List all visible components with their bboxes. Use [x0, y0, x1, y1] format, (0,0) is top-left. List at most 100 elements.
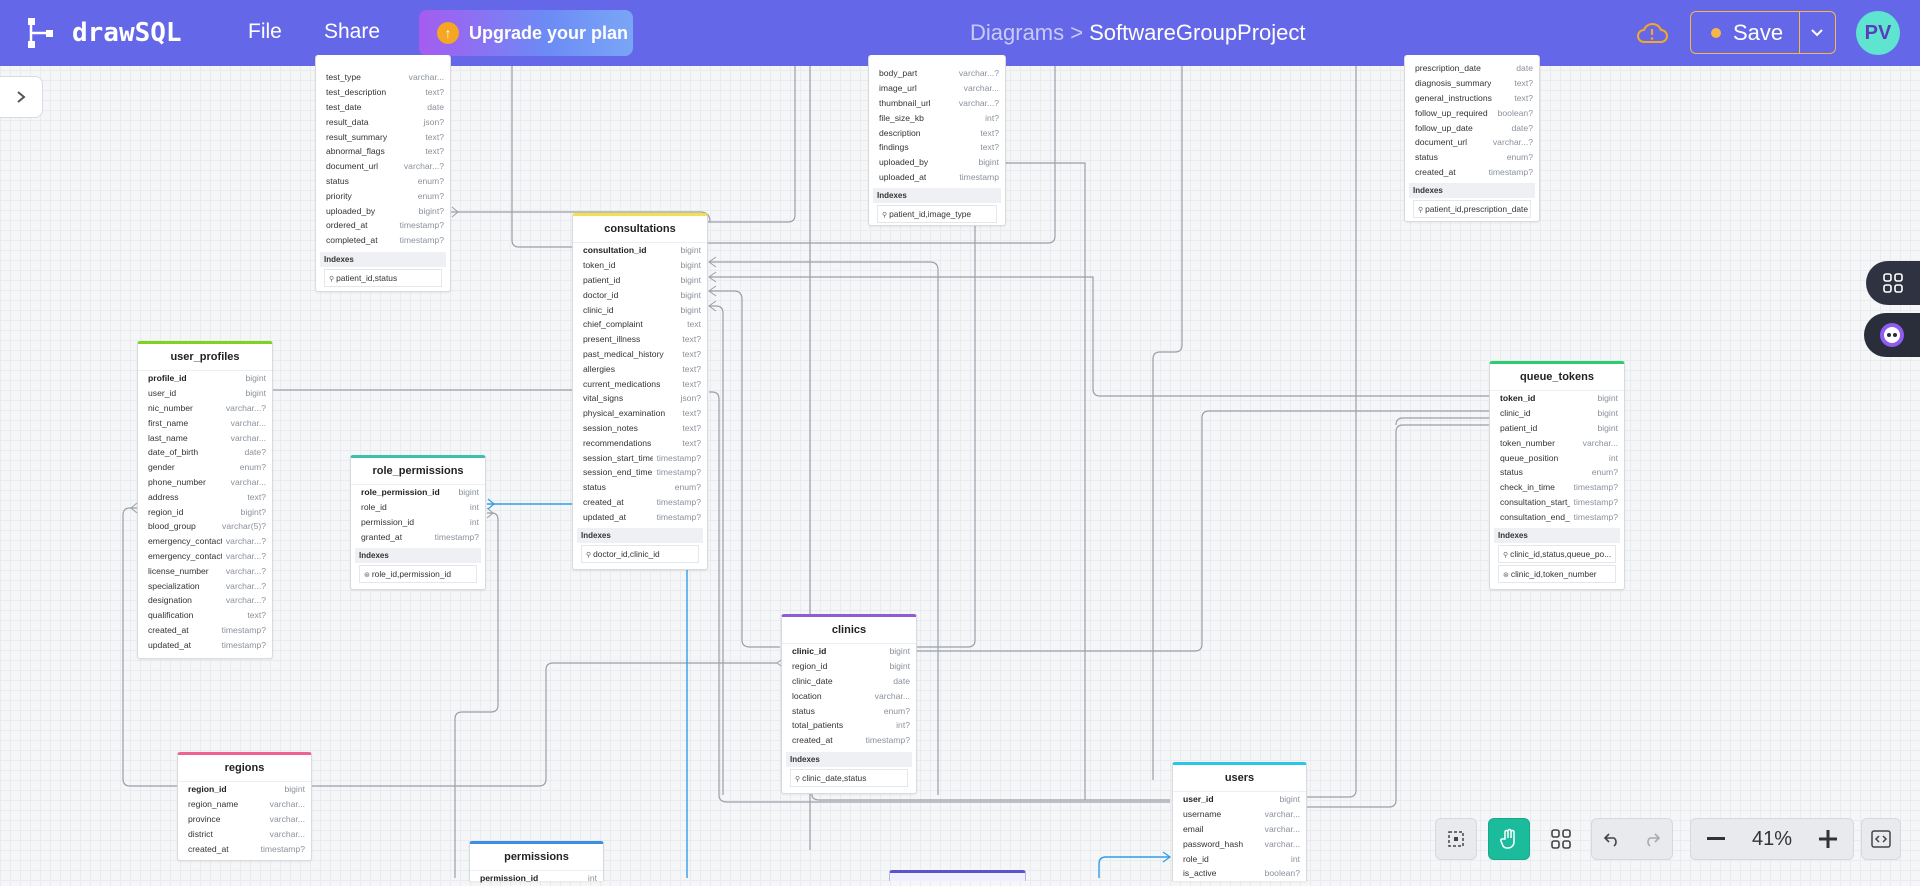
- assistant-rail-button[interactable]: [1864, 313, 1920, 357]
- file-menu[interactable]: File: [248, 20, 282, 43]
- breadcrumb-root[interactable]: Diagrams >: [970, 20, 1084, 45]
- table-column-row[interactable]: emergency_contact_phonevarchar...?: [138, 549, 272, 564]
- sidebar-toggle[interactable]: [0, 76, 43, 118]
- apps-rail-button[interactable]: [1866, 261, 1920, 305]
- fit-screen-button[interactable]: [1435, 818, 1477, 860]
- index-item[interactable]: ⚲patient_id,status: [324, 268, 442, 287]
- upgrade-button[interactable]: ↑ Upgrade your plan: [419, 10, 633, 56]
- redo-icon[interactable]: [1643, 831, 1661, 847]
- index-item[interactable]: ⊛clinic_id,token_number: [1498, 565, 1616, 584]
- breadcrumb-current[interactable]: SoftwareGroupProject: [1089, 20, 1306, 45]
- code-view-button[interactable]: [1861, 818, 1901, 860]
- cloud-warning-icon[interactable]: [1635, 16, 1669, 50]
- share-menu[interactable]: Share: [324, 20, 381, 43]
- index-item[interactable]: ⚲clinic_id,status,queue_po...: [1498, 545, 1616, 564]
- pan-mode-button[interactable]: [1488, 818, 1530, 860]
- undo-icon[interactable]: [1603, 831, 1621, 847]
- index-item[interactable]: ⚲doctor_id,clinic_id: [581, 545, 699, 564]
- grid-toggle-button[interactable]: [1541, 818, 1581, 860]
- table-offscreen[interactable]: [889, 870, 1026, 881]
- zoom-in-icon[interactable]: [1819, 830, 1837, 848]
- index-item[interactable]: ⚲patient_id,image_type: [877, 205, 997, 224]
- index-item[interactable]: ⚲clinic_date,status: [790, 768, 908, 787]
